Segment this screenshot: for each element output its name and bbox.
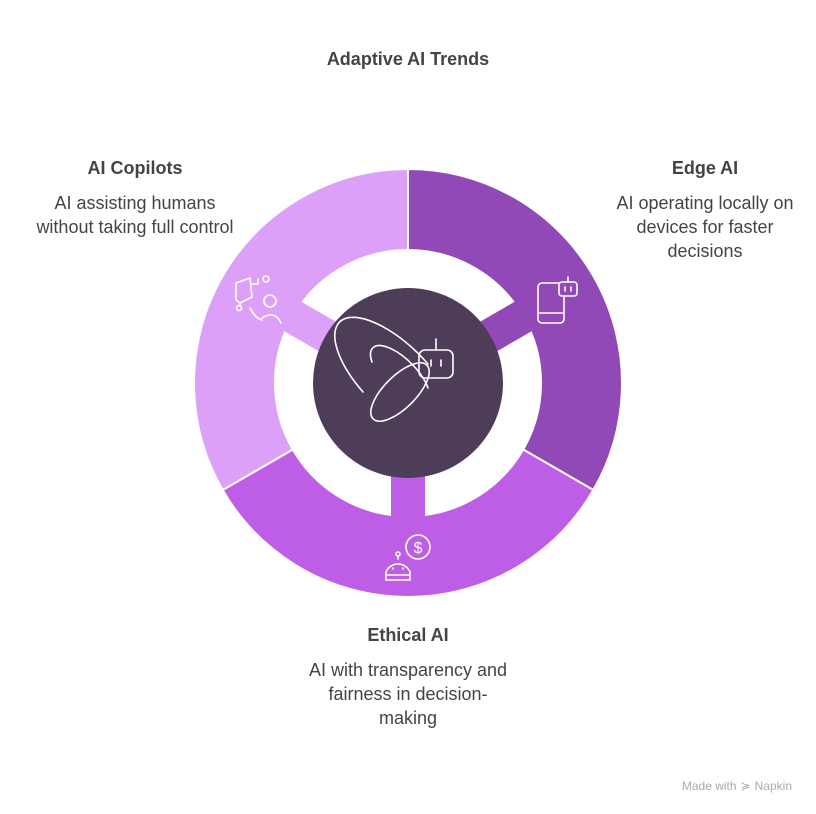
segment-description: AI with transparency and fairness in dec…	[308, 660, 508, 728]
napkin-brand: Napkin	[754, 779, 792, 793]
diagram-title: Adaptive AI Trends	[326, 49, 490, 69]
segment-connector	[391, 474, 425, 519]
made-with-text: Made with	[681, 779, 737, 793]
center-circle	[313, 288, 503, 478]
segment-title: AI Copilots	[87, 158, 183, 178]
segment-description: AI operating locally on devices for fast…	[616, 193, 794, 261]
segment-edge-ai	[407, 167, 623, 492]
made-with-napkin[interactable]: Made with ≽ Napkin	[682, 779, 792, 793]
segment-label-ethical-ai: Ethical AI AI with transparency and fair…	[300, 625, 516, 730]
napkin-logo-icon: ≽	[740, 779, 751, 793]
smartphone-robot-icon	[537, 276, 578, 324]
human-robot-assist-icon	[235, 275, 282, 324]
atom-robot-icon	[333, 316, 454, 422]
segment-ethical-ai	[221, 448, 595, 598]
svg-text:$: $	[414, 540, 423, 557]
segment-ai-copilots	[193, 167, 409, 492]
robot-dollar-icon: $	[385, 534, 431, 581]
segment-description: AI assisting humans without taking full …	[36, 193, 234, 237]
segment-label-edge-ai: Edge AI AI operating locally on devices …	[600, 158, 810, 263]
segment-title: Ethical AI	[367, 625, 449, 645]
segment-title: Edge AI	[671, 158, 739, 178]
segment-label-ai-copilots: AI Copilots AI assisting humans without …	[30, 158, 240, 239]
